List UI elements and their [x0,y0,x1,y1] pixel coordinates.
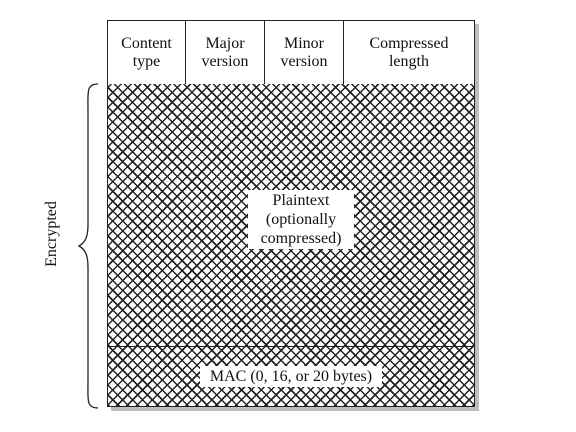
content-type-field: Content type [108,21,186,84]
major-version-field: Major version [186,21,265,84]
minor-version-field: Minor version [265,21,344,84]
compressed-length-field: Compressed length [369,34,449,70]
mac-label: MAC (0, 16, or 20 bytes) [200,366,382,387]
record-header-row: Content type Major version Minor version… [108,21,474,85]
record-layout: Content type Major version Minor version… [107,20,475,407]
plaintext-label: Plaintext (optionally compressed) [248,190,354,249]
mac-region: MAC (0, 16, or 20 bytes) [108,347,474,406]
plaintext-region: Plaintext (optionally compressed) [108,84,474,347]
encrypted-brace [77,83,99,409]
